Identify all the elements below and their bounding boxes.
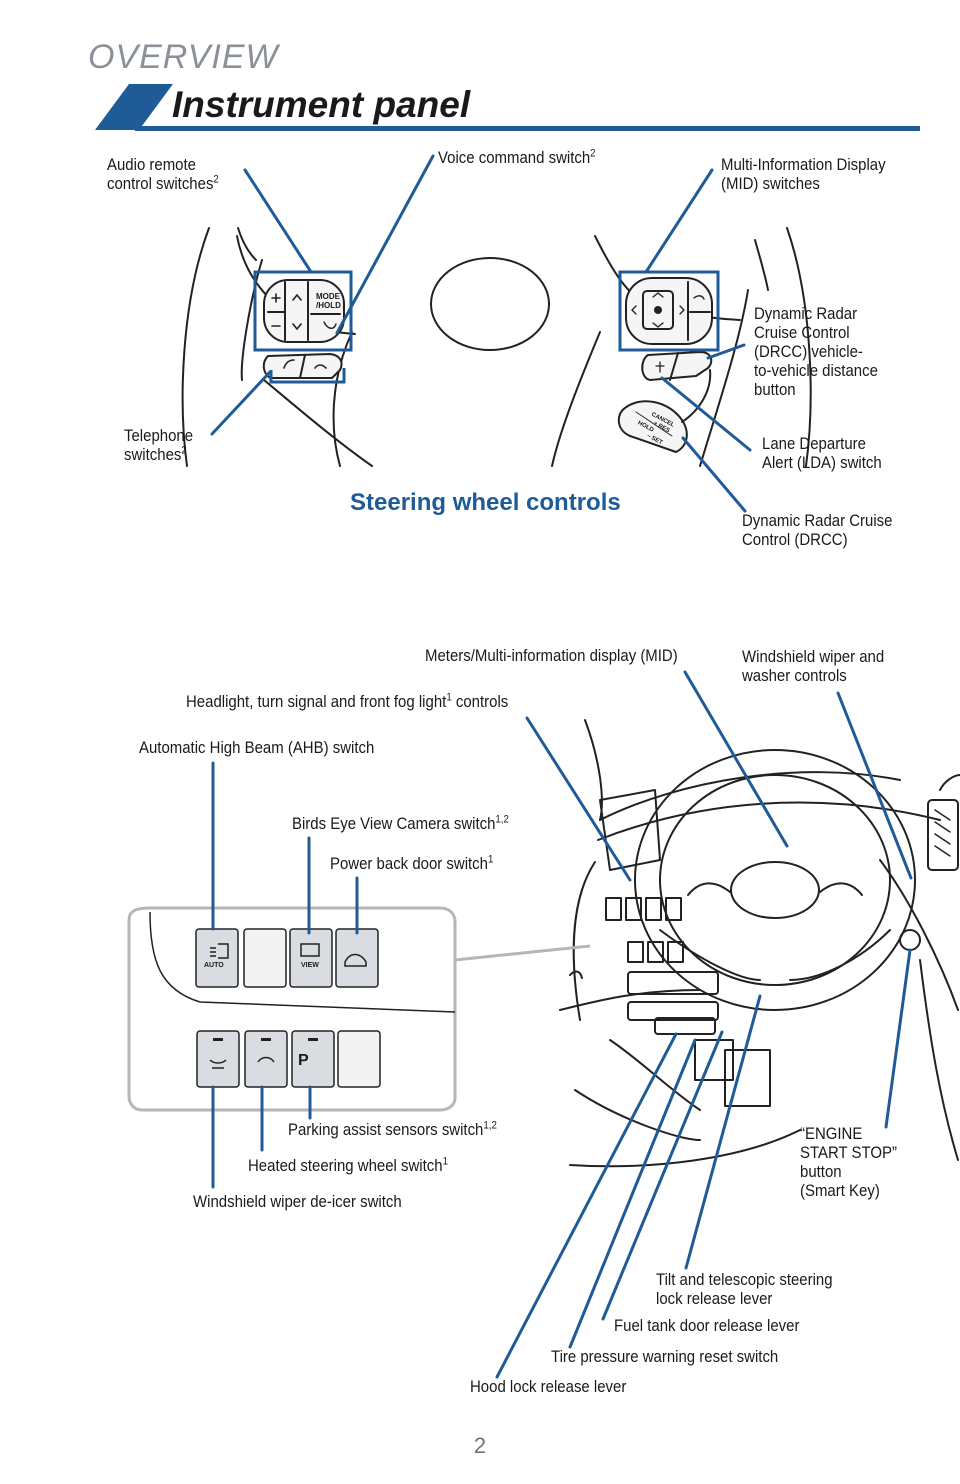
label-audio-line2: control switches [107,174,214,193]
label-fuel: Fuel tank door release lever [614,1316,800,1335]
label-wiper-line2: washer controls [742,666,847,685]
label-mid-line1: Multi-Information Display [721,155,886,174]
label-hood: Hood lock release lever [470,1377,627,1396]
label-engine-line3: button [800,1162,842,1181]
label-lda-line2: Alert (LDA) switch [762,453,882,472]
label-telephone-line1: Telephone [124,426,194,445]
steering-wheel-drawing [181,227,812,467]
label-drcc-distance-line5: button [754,380,796,399]
label-telephone: Telephone switches2 [124,426,193,464]
label-bev: Birds Eye View Camera switch1,2 [292,814,509,833]
label-heated-text: Heated steering wheel switch [248,1156,443,1175]
label-drcc-distance-line3: (DRCC) vehicle- [754,342,863,361]
label-headlight-sup: 1 [446,691,452,704]
mode-text: MODE [316,292,340,301]
mode-hold-label: MODE /HOLD [316,292,341,310]
view-button-text: VIEW [301,962,319,969]
label-bev-text: Birds Eye View Camera switch [292,814,496,833]
label-lda: Lane Departure Alert (LDA) switch [762,434,882,472]
label-drcc: Dynamic Radar Cruise Control (DRCC) [742,511,892,549]
dashboard-drawing [559,719,960,1168]
label-drcc-line2: Control (DRCC) [742,530,848,549]
label-bev-sup: 1,2 [495,813,509,826]
label-meters: Meters/Multi-information display (MID) [425,646,678,665]
page-heading: Instrument panel [172,84,471,125]
drcc-lever [617,369,712,453]
telephone-highlight-box [269,368,346,384]
label-deicer: Windshield wiper de-icer switch [193,1192,402,1211]
label-engine-line2: START STOP” [800,1143,897,1162]
label-lda-line1: Lane Departure [762,434,866,453]
label-audio-line2-wrap: control switches2 [107,174,219,193]
auto-button-text: AUTO [204,962,224,969]
label-parking-sup: 1,2 [483,1119,497,1132]
label-headlight-a: Headlight, turn signal and front fog lig… [186,692,447,711]
label-ahb: Automatic High Beam (AHB) switch [139,738,375,757]
label-telephone-line2: switches [124,445,182,464]
label-voice-command: Voice command switch2 [438,148,596,167]
label-tilt: Tilt and telescopic steering lock releas… [656,1270,833,1308]
label-tilt-line2: lock release lever [656,1289,773,1308]
label-heated-sup: 1 [442,1155,448,1168]
switch-panel-inset [127,906,591,1112]
label-engine-line1: “ENGINE [800,1124,863,1143]
label-audio-sup: 2 [213,173,219,186]
label-tilt-line1: Tilt and telescopic steering [656,1270,833,1289]
label-audio-remote: Audio remote control switches2 [107,155,219,193]
steering-caption: Steering wheel controls [350,489,621,516]
label-parking: Parking assist sensors switch1,2 [288,1120,497,1139]
audio-highlight-box [253,270,353,352]
drcc-distance-button [641,351,713,381]
label-power-door: Power back door switch1 [330,854,493,873]
parking-button-p: P [298,1052,309,1069]
title-band [95,84,920,131]
label-engine-line4: (Smart Key) [800,1181,880,1200]
label-heated: Heated steering wheel switch1 [248,1156,448,1175]
label-mid-switches: Multi-Information Display (MID) switches [721,155,886,193]
mid-highlight-box [618,270,720,352]
label-power-door-text: Power back door switch [330,854,488,873]
label-wiper-controls: Windshield wiper and washer controls [742,647,884,685]
label-voice-sup: 2 [590,147,596,160]
hold-text: /HOLD [316,301,341,310]
audio-switch-cluster [263,279,345,343]
mid-switch-cluster [625,277,713,345]
label-drcc-distance-line4: to-vehicle distance [754,361,878,380]
page-number: 2 [473,1433,487,1458]
label-engine-start: “ENGINE START STOP” button (Smart Key) [800,1124,897,1200]
label-drcc-distance: Dynamic Radar Cruise Control (DRCC) vehi… [754,304,878,399]
label-telephone-sup: 2 [181,444,187,457]
label-drcc-distance-line1: Dynamic Radar [754,304,858,323]
label-mid-line2: (MID) switches [721,174,820,193]
label-parking-text: Parking assist sensors switch [288,1120,484,1139]
label-headlight: Headlight, turn signal and front fog lig… [186,692,508,711]
label-telephone-line2-wrap: switches2 [124,445,193,464]
label-wiper-line1: Windshield wiper and [742,647,885,666]
telephone-switch-cluster [262,353,343,379]
label-drcc-distance-line2: Cruise Control [754,323,850,342]
label-power-door-sup: 1 [487,853,494,866]
label-tire: Tire pressure warning reset switch [551,1347,779,1366]
label-voice-text: Voice command switch [438,148,591,167]
section-title: OVERVIEW [88,38,279,76]
label-audio-line1: Audio remote [107,155,196,174]
label-headlight-b: controls [451,692,509,711]
label-drcc-line1: Dynamic Radar Cruise [742,511,893,530]
